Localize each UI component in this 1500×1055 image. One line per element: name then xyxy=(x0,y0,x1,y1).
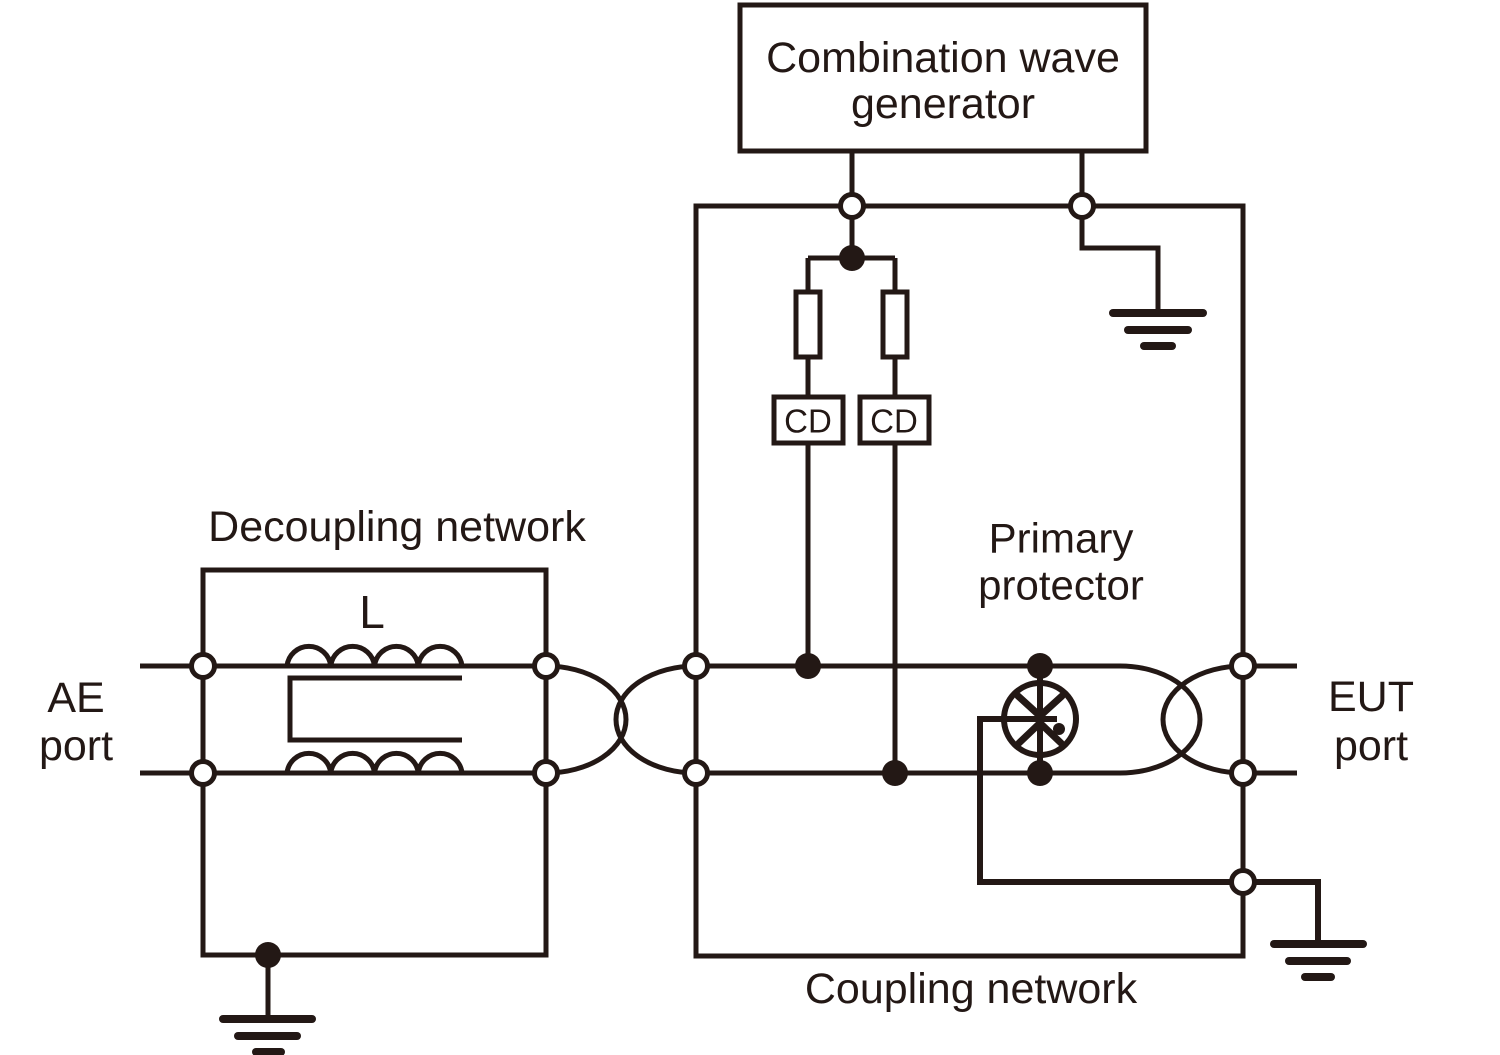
cd-box-right xyxy=(857,394,932,446)
twisted-pair-right xyxy=(1119,663,1244,776)
cd-to-line-leads xyxy=(805,443,898,773)
coupling-network-label: Coupling network xyxy=(805,965,1138,1013)
terminal-circle xyxy=(682,759,710,787)
resistor-left xyxy=(793,289,823,360)
gas-tube-circle xyxy=(1001,680,1079,758)
terminal-circle xyxy=(532,759,560,787)
twisted-pair-left xyxy=(545,663,697,776)
eut-port-label-line2: port xyxy=(1334,722,1408,770)
ground-symbol-bottom-left xyxy=(219,1015,316,1055)
ground-symbol-top-right xyxy=(1109,309,1207,350)
ground-symbol-bottom-right xyxy=(1270,940,1367,981)
primary-protector-symbol xyxy=(1001,666,1079,773)
coupling-network-box xyxy=(693,203,1246,959)
generator-label-line2: generator xyxy=(851,80,1035,128)
inductor-winding-upper xyxy=(284,643,465,667)
primary-protector-label-line1: Primary xyxy=(989,515,1134,562)
resistor-right xyxy=(880,289,910,360)
cd-label-left: CD xyxy=(784,403,832,440)
junction-dot xyxy=(839,245,865,271)
eut-port-label-line1: EUT xyxy=(1328,673,1414,721)
arrowhead-up-icon xyxy=(1015,719,1065,747)
junction-dot xyxy=(795,653,821,679)
ae-port-label-line1: AE xyxy=(47,674,104,722)
inductor-core xyxy=(287,675,462,743)
junction-dot xyxy=(1027,760,1053,786)
inductor-label: L xyxy=(359,586,385,638)
terminal-circle xyxy=(1229,759,1257,787)
cd-box-left xyxy=(771,394,846,446)
labels: Combination wave generator Decoupling ne… xyxy=(39,34,1414,1013)
arrowhead-down-icon xyxy=(1014,692,1066,720)
primary-protector-label-line2: protector xyxy=(978,562,1144,609)
cd-label-right: CD xyxy=(870,403,918,440)
decoupling-inductor xyxy=(284,643,465,774)
terminal-circle xyxy=(189,759,217,787)
generator-label-line1: Combination wave xyxy=(766,34,1120,82)
junction-dots xyxy=(255,245,1053,968)
ae-port-label-line2: port xyxy=(39,722,113,770)
resistor-to-cd-leads xyxy=(805,357,898,397)
coupling-device-right: CD xyxy=(857,394,932,446)
tube-vent-dot xyxy=(1053,723,1065,735)
coupling-device-left: CD xyxy=(771,394,846,446)
junction-dot xyxy=(255,942,281,968)
terminals xyxy=(189,192,1257,896)
terminal-circle xyxy=(1068,192,1096,220)
terminal-circle xyxy=(189,652,217,680)
junction-dot xyxy=(882,760,908,786)
generator-earth-lead xyxy=(1079,206,1161,313)
terminal-circle xyxy=(1229,652,1257,680)
combination-wave-generator-box xyxy=(737,2,1149,154)
terminal-circle xyxy=(532,652,560,680)
decoupling-network-label: Decoupling network xyxy=(208,503,586,551)
terminal-circle xyxy=(1229,868,1257,896)
junction-dot xyxy=(1027,653,1053,679)
inductor-winding-lower xyxy=(284,750,465,774)
terminal-circle xyxy=(838,192,866,220)
terminal-circle xyxy=(682,652,710,680)
